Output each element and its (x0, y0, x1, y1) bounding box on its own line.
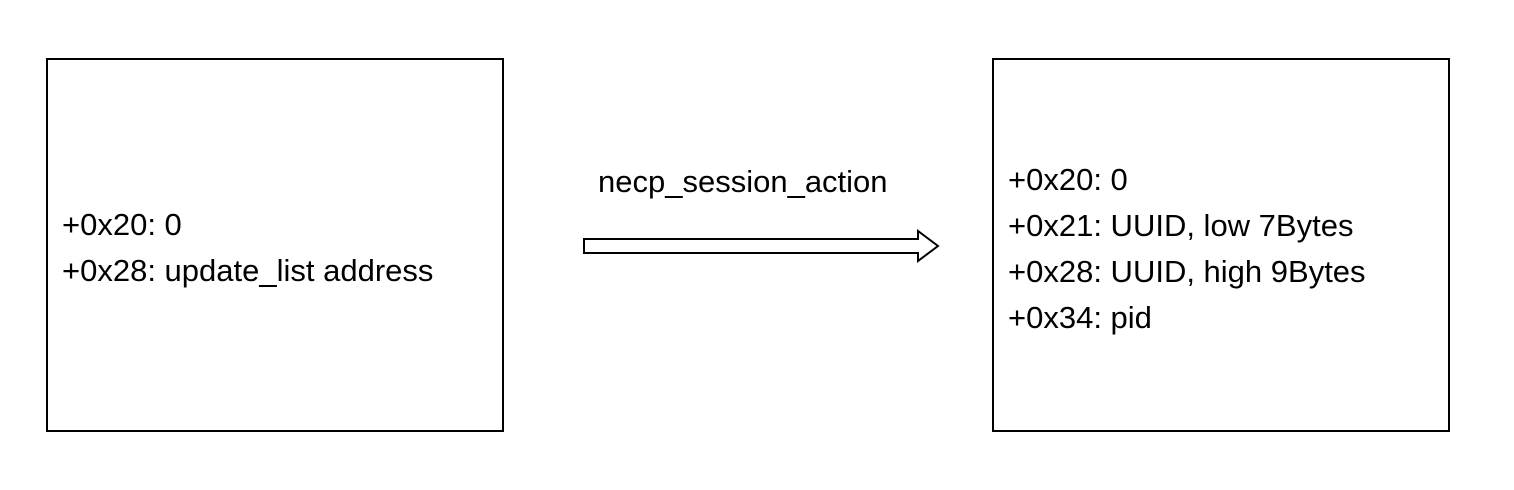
field-line: +0x20: 0 (1008, 162, 1128, 197)
field-line: +0x20: 0 (62, 207, 182, 242)
action-label: necp_session_action (598, 164, 888, 199)
right-arrow-icon (583, 229, 940, 263)
after-memory-layout-box: +0x20: 0 +0x21: UUID, low 7Bytes +0x28: … (992, 58, 1450, 432)
field-line: +0x34: pid (1008, 300, 1152, 335)
before-memory-layout-box: +0x20: 0 +0x28: update_list address (46, 58, 504, 432)
field-line: +0x28: update_list address (62, 253, 434, 288)
field-line: +0x21: UUID, low 7Bytes (1008, 208, 1354, 243)
field-line: +0x28: UUID, high 9Bytes (1008, 254, 1366, 289)
before-field-list: +0x20: 0 +0x28: update_list address (62, 202, 433, 294)
after-field-list: +0x20: 0 +0x21: UUID, low 7Bytes +0x28: … (1008, 157, 1366, 341)
